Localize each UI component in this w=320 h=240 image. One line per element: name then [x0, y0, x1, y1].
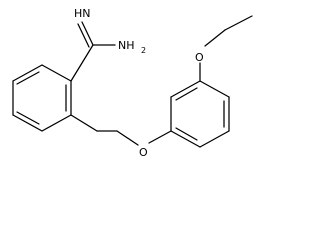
- oxygen-to-ethyl-bond: [204, 29, 226, 47]
- ether-oxygen-bottom: O: [139, 146, 148, 159]
- structure-diagram: HN NH 2 O O: [12, 7, 253, 159]
- ring-bond: [170, 130, 201, 148]
- ring-bond: [170, 80, 201, 98]
- ring-bond: [41, 114, 72, 132]
- imine-double-bond: [81, 21, 94, 46]
- amine-subscript: 2: [141, 46, 146, 55]
- ch2-to-oxygen-bond: [116, 130, 139, 146]
- methyleneoxy-linker: O: [70, 114, 172, 159]
- ring-to-ch2-bond: [70, 114, 98, 132]
- ring-bond: [199, 130, 230, 148]
- amidine-carbon-bond: [70, 44, 94, 82]
- oxygen-to-ring-bond: [148, 130, 172, 144]
- imine-label: HN: [74, 7, 91, 20]
- ring-bond: [12, 64, 43, 82]
- ring-double-bond: [175, 87, 198, 101]
- ether-oxygen-top: O: [195, 51, 204, 64]
- ring-bond: [12, 114, 43, 132]
- ring-double-bond: [175, 127, 198, 141]
- amidine-group: HN NH 2: [70, 7, 146, 82]
- ring-double-bond: [16, 71, 40, 85]
- amine-label: NH: [118, 39, 135, 52]
- imine-double-bond: [77, 23, 90, 48]
- ring-double-bond: [16, 111, 40, 125]
- ring-bond: [41, 64, 72, 82]
- right-benzene-ring: [170, 80, 230, 148]
- ethoxy-group: O: [195, 15, 253, 82]
- left-benzene-ring: [12, 64, 72, 132]
- molecule-drawing: HN NH 2 O O: [12, 7, 253, 159]
- ring-bond: [199, 80, 230, 98]
- ethyl-bond: [224, 15, 253, 31]
